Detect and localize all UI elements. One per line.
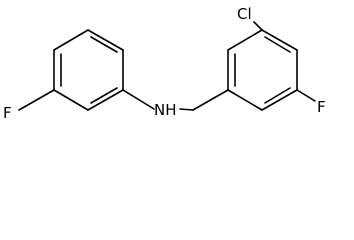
double-bond-inner-line	[264, 36, 291, 53]
double-bond-inner-line	[90, 36, 118, 53]
bond	[227, 29, 263, 51]
fluorine-label-left: F	[3, 104, 12, 122]
double-bond-inner-line	[264, 87, 291, 104]
bond	[192, 89, 229, 111]
double-bond-inner-line	[90, 87, 118, 104]
linker	[122, 89, 229, 111]
bond	[296, 89, 316, 102]
bond	[261, 29, 298, 51]
nitrogen-label: NH	[154, 101, 177, 119]
bond	[122, 89, 155, 110]
bond	[18, 89, 55, 111]
bond	[87, 29, 124, 51]
bond	[261, 89, 298, 111]
chlorine-label: Cl	[237, 5, 252, 23]
bond	[53, 89, 89, 111]
bond	[53, 29, 89, 51]
left-fluorophenyl-ring	[18, 29, 124, 111]
bond	[253, 21, 263, 31]
fluorine-label-right: F	[317, 98, 326, 116]
bond	[87, 89, 124, 111]
chemical-structure-diagram: NH Cl F F	[3, 5, 326, 122]
right-chlorofluorophenyl-ring	[227, 21, 316, 111]
bond	[179, 108, 194, 111]
bond	[227, 89, 263, 111]
